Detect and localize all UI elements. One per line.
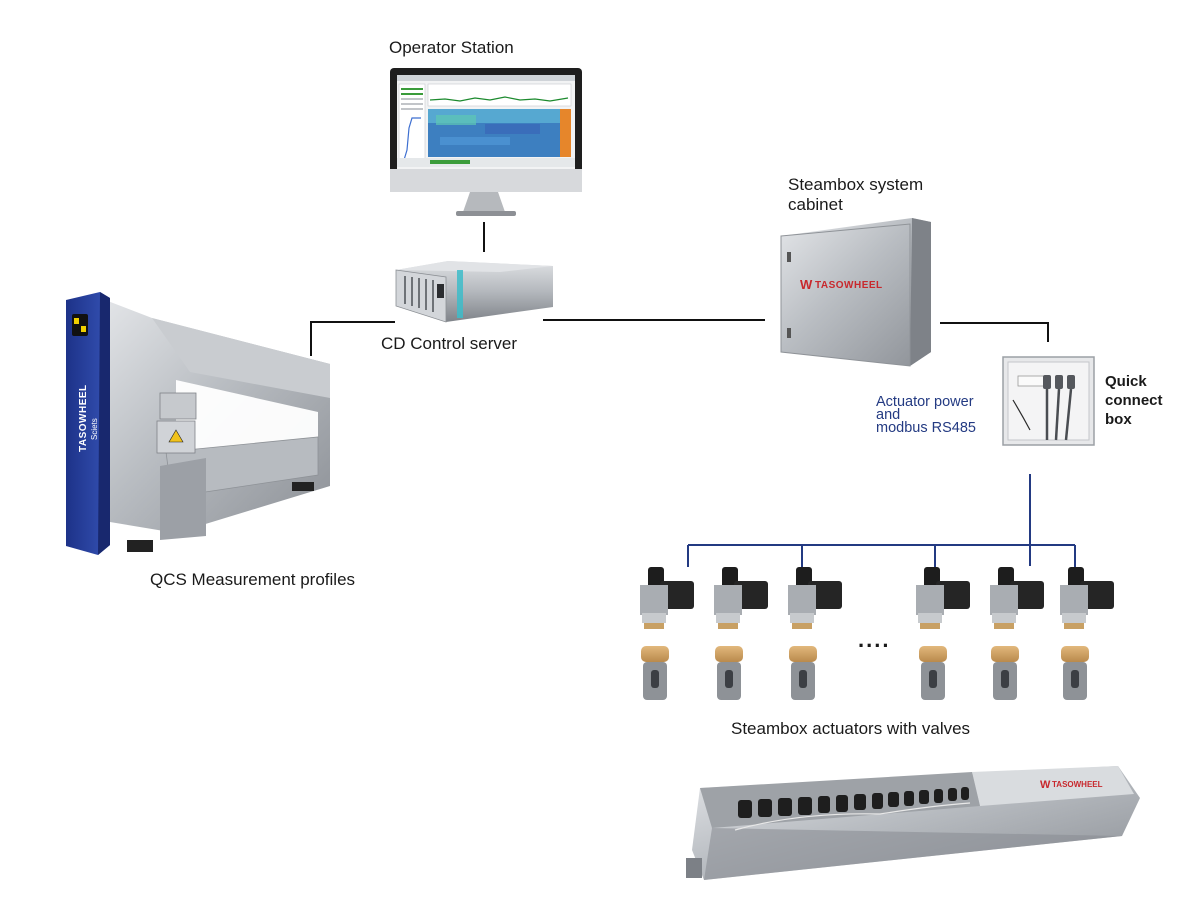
actuator-4 [916,567,970,629]
quick-connect-box [1002,356,1095,446]
quick-connect-label: Quick connect box [1105,373,1163,428]
actuator-2 [714,567,768,629]
valve-5 [991,646,1019,700]
steambox-unit: W TASOWHEEL [686,766,1140,880]
cabinet-brand-logo: W [800,277,813,292]
operator-monitor [390,68,582,216]
steambox-cabinet: W TASOWHEEL [780,218,931,367]
valve-3 [789,646,817,700]
actuator-5 [990,567,1044,629]
cd-control-server [395,261,553,323]
valve-4 [919,646,947,700]
valve-1 [641,646,669,700]
server-to-scanner-line [310,321,395,356]
cabinet-to-quickbox-line [940,322,1049,342]
actuator-3 [788,567,842,629]
scanner-brand-text: TASOWHEEL [78,384,89,452]
actuator-bus [687,474,1076,567]
qcs-measurement-label: QCS Measurement profiles [150,570,356,589]
actuator-power-label: Actuator power and modbus RS485 [876,394,976,436]
steambox-brand-text: TASOWHEEL [1052,780,1103,789]
connection-lines [310,222,1049,356]
valve-2 [715,646,743,700]
steambox-actuators-label: Steambox actuators with valves [731,719,971,738]
actuator-6 [1060,567,1114,629]
steambox-brand-logo: W [1040,779,1051,791]
actuator-1 [640,567,694,629]
steambox-cabinet-label: Steambox system cabinet [788,175,924,214]
valve-6 [1061,646,1089,700]
qcs-scanner: TASOWHEEL Sciets [66,292,330,555]
scanner-brand-subtext: Sciets [90,418,99,440]
cabinet-brand-text: TASOWHEEL [815,280,883,291]
ellipsis-label: .... [858,627,891,652]
operator-station-label: Operator Station [389,38,514,57]
cd-control-server-label: CD Control server [381,334,518,353]
